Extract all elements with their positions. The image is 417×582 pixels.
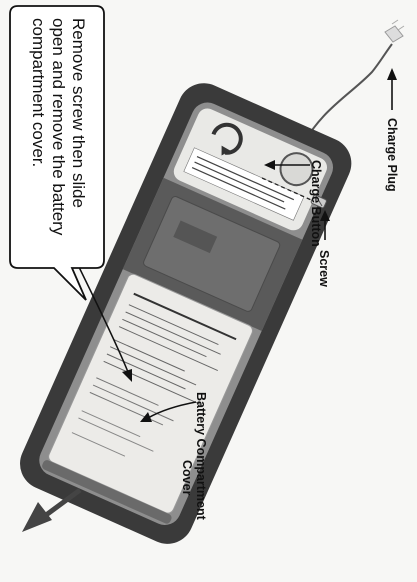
charge-button-label: Charge Button xyxy=(309,160,323,247)
battery-cover-label-line-1: Battery Compartment xyxy=(194,392,208,521)
tiny-print-top xyxy=(191,156,295,210)
callout-leader xyxy=(77,264,132,382)
charge-button-callout: Charge Button xyxy=(264,160,323,247)
battery-cover-label-line-2: Cover xyxy=(180,460,194,496)
charge-button-icon[interactable] xyxy=(275,148,317,190)
charge-plug-icon xyxy=(384,19,405,43)
screw-label: Screw xyxy=(317,250,331,287)
charge-plug-label: Charge Plug xyxy=(385,118,399,192)
battery-cover-callout: Battery Compartment Cover xyxy=(140,392,208,521)
screw-callout: Screw xyxy=(317,210,331,287)
charge-plug-callout: Charge Plug xyxy=(385,68,399,192)
callout-bubble: Remove screw then slide open and remove … xyxy=(9,5,105,301)
callout-line-3: compartment cover. xyxy=(29,18,48,167)
callout-line-1: Remove screw then slide xyxy=(69,18,88,208)
cover-fine-print xyxy=(71,292,237,457)
battery-unit xyxy=(20,83,352,544)
battery-compartment-cover xyxy=(48,273,253,514)
screw-icon xyxy=(261,177,327,209)
slide-direction-arrow xyxy=(22,487,82,532)
callout-line-2: open and remove the battery xyxy=(49,18,68,236)
charge-cable xyxy=(299,43,393,151)
